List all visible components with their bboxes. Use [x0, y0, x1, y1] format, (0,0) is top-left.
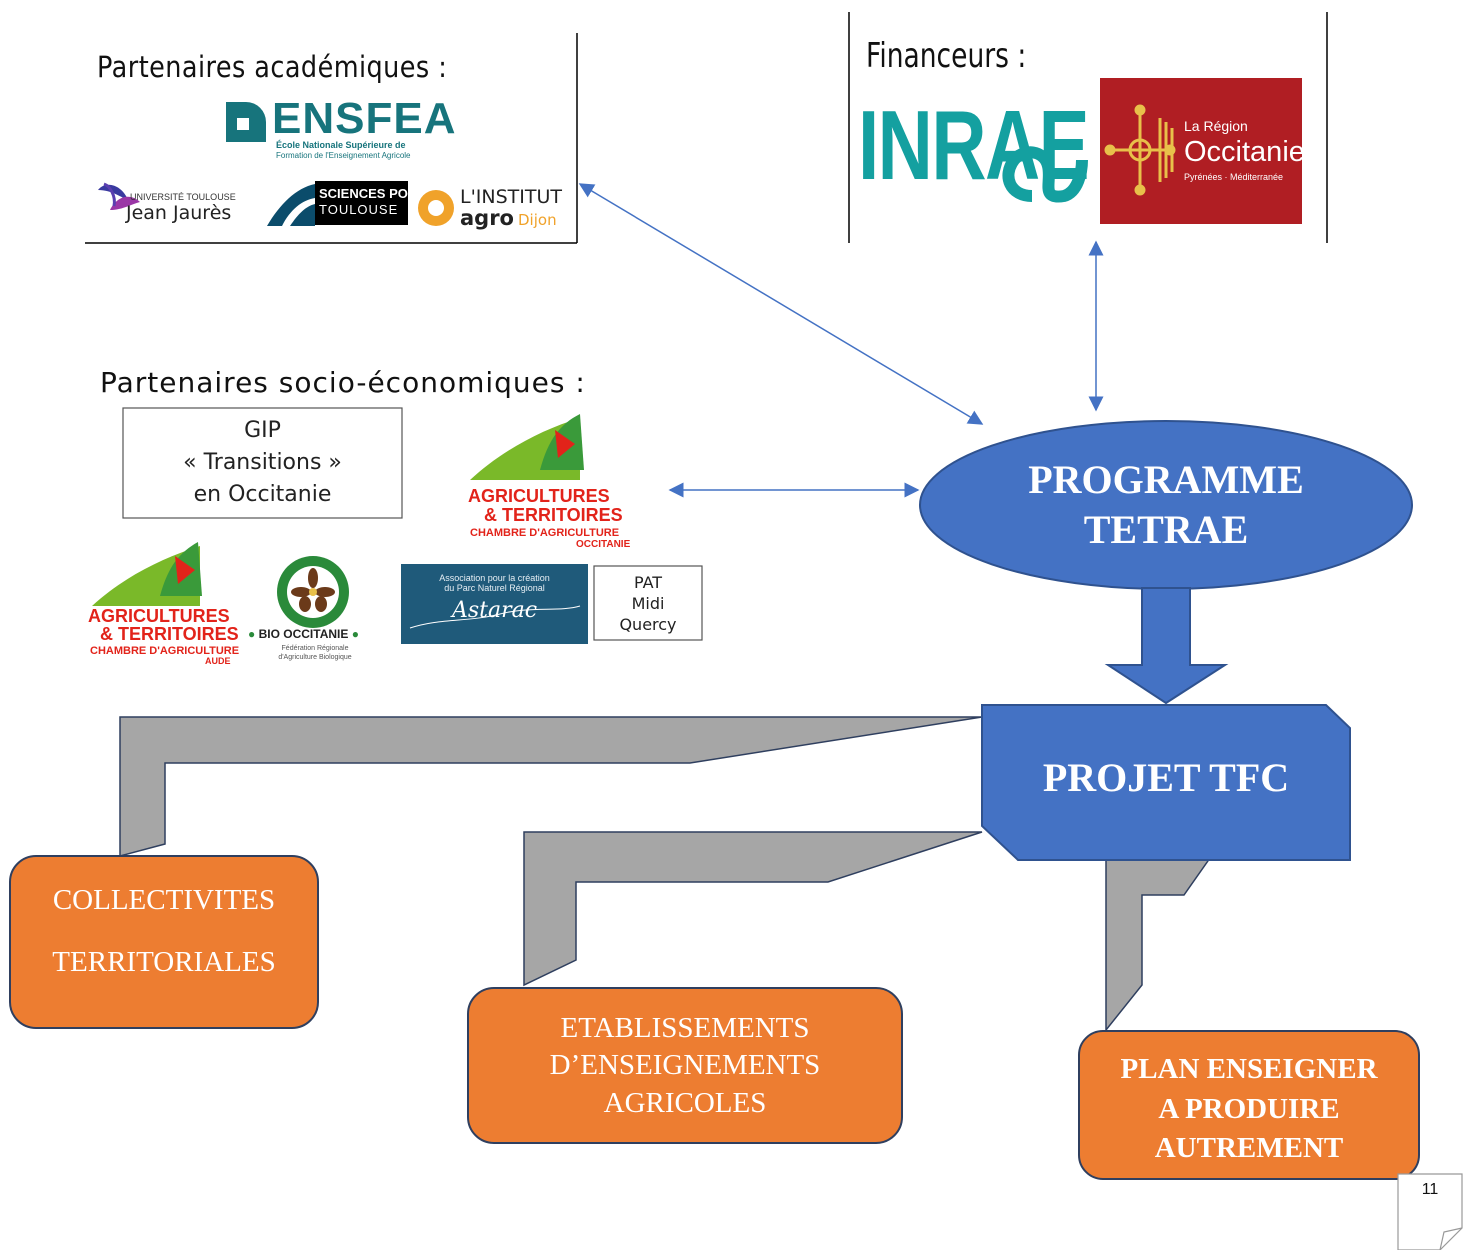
connector-plan — [1105, 857, 1212, 1033]
bio-name: ● BIO OCCITANIE ● — [248, 627, 359, 641]
astarac-line1: Association pour la création — [439, 573, 550, 583]
bio-occitanie-name: BIO OCCITANIE — [258, 627, 349, 641]
bio-occitanie-logo-icon — [277, 556, 349, 628]
plan-line3: AUTREMENT — [1154, 1132, 1344, 1164]
region-line2: Occitanie — [1184, 136, 1305, 168]
chambre-occ-line1: AGRICULTURES — [468, 486, 610, 506]
ensfea-logo-icon — [226, 102, 266, 142]
ut2j-logo-icon — [98, 182, 140, 210]
academic-title: Partenaires académiques : — [97, 50, 448, 84]
collectivites-box — [9, 855, 319, 1029]
funders-title: Financeurs : — [866, 36, 1027, 76]
agro-line1: L'INSTITUT — [460, 186, 563, 208]
etablissements-line1: ETABLISSEMENTS — [560, 1012, 810, 1044]
region-occitanie-logo — [1100, 78, 1302, 224]
socio-title: Partenaires socio-économiques : — [100, 366, 586, 399]
chambre-aude-line2: & TERRITOIRES — [100, 624, 239, 644]
gip-line2: « Transitions » — [183, 450, 342, 475]
programme-ellipse — [919, 420, 1413, 590]
ut2j-line2: Jean Jaurès — [126, 202, 232, 224]
collectivites-line1: COLLECTIVITES — [52, 884, 276, 916]
astarac-logo — [401, 564, 588, 644]
gip-line1: GIP — [244, 418, 281, 443]
pat-line2: Midi — [631, 594, 665, 613]
collectivites-line2: TERRITORIALES — [52, 946, 276, 978]
pat-box — [593, 565, 703, 641]
pat-line3: Quercy — [619, 615, 677, 634]
chambre-occ-line3: CHAMBRE D'AGRICULTURE — [470, 527, 620, 539]
chambre-aude-line4: AUDE — [205, 656, 231, 666]
chambre-occ-line2: & TERRITOIRES — [484, 505, 623, 525]
etablissements-box — [467, 987, 903, 1144]
programme-line1: PROGRAMME — [1028, 457, 1304, 502]
ensfea-line2: Formation de l'Enseignement Agricole — [276, 151, 411, 160]
plan-box — [1078, 1030, 1420, 1180]
agro-line2b: Dijon — [518, 211, 557, 229]
plan-line2: A PRODUIRE — [1158, 1093, 1340, 1125]
scpo-line2: TOULOUSE — [319, 202, 399, 217]
agro-line2a: agro — [460, 206, 514, 230]
gip-box — [122, 407, 403, 519]
bio-dot-icon: ● — [248, 627, 259, 641]
ensfea-name: ENSFEA — [272, 94, 457, 143]
programme-to-projet-arrow — [1104, 587, 1229, 705]
scpo-line1: SCIENCES PO — [319, 186, 408, 201]
sciences-po-logo-icon — [267, 181, 408, 226]
chambre-aude-line1: AGRICULTURES — [88, 606, 230, 626]
astarac-name: Astarac — [451, 598, 538, 623]
academic-programme-arrow — [578, 183, 984, 425]
region-line1: La Région — [1184, 118, 1248, 134]
ensfea-line1: École Nationale Supérieure de — [276, 140, 406, 150]
bio-dot-icon: ● — [348, 627, 359, 641]
plan-line1: PLAN ENSEIGNER — [1120, 1053, 1378, 1085]
chambre-aude-line3: CHAMBRE D'AGRICULTURE — [90, 645, 240, 657]
page-number: 11 — [1421, 1181, 1439, 1198]
region-line3: Pyrénées · Méditerranée — [1184, 172, 1284, 182]
chambre-occitanie-logo-icon — [470, 414, 584, 480]
projet-tfc-box — [981, 704, 1351, 861]
inrae-logo-icon — [1002, 146, 1088, 203]
chambre-aude-logo-icon — [92, 542, 202, 606]
programme-line2: TETRAE — [1083, 507, 1249, 552]
academic-panel — [85, 33, 578, 244]
inrae-name: INRAE — [858, 96, 1090, 200]
bio-line1: Fédération Régionale — [281, 645, 349, 652]
chambre-occ-line4: OCCITANIE — [576, 539, 631, 550]
pat-line1: PAT — [633, 573, 663, 592]
agro-dijon-logo-icon — [418, 190, 454, 226]
ut2j-line1: UNIVERSITÉ TOULOUSE — [130, 192, 236, 202]
etablissements-line3: AGRICOLES — [603, 1087, 767, 1119]
occitan-cross-icon — [1104, 104, 1176, 196]
astarac-line2: du Parc Naturel Régional — [444, 583, 545, 593]
etablissements-line2: D’ENSEIGNEMENTS — [549, 1049, 821, 1081]
connector-etablissements — [523, 831, 983, 987]
bio-line2: d'Agriculture Biologique — [278, 654, 352, 661]
gip-line3: en Occitanie — [193, 482, 332, 507]
projet-tfc-label: PROJET TFC — [1042, 755, 1290, 800]
